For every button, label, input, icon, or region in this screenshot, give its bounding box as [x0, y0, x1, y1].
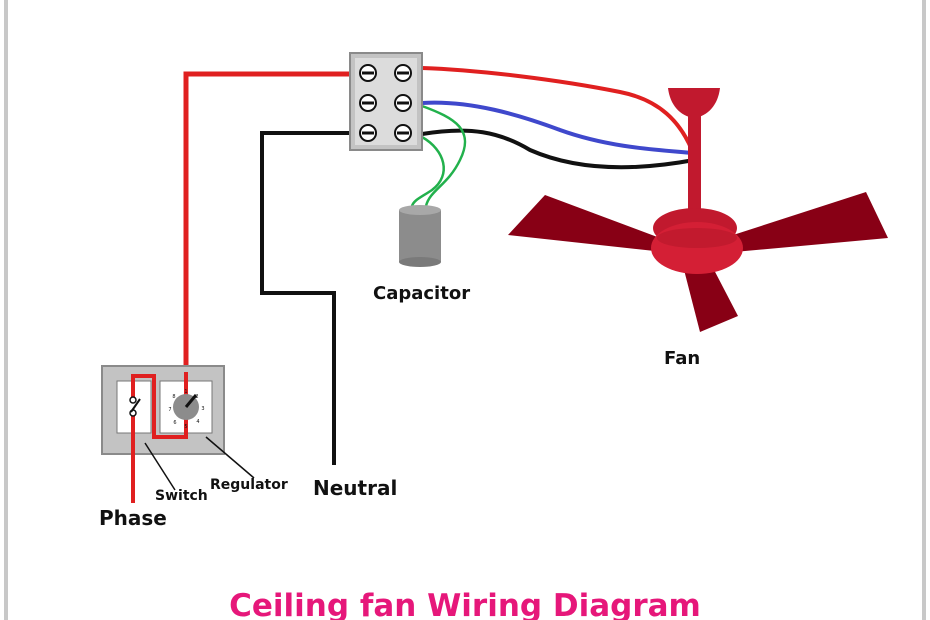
neutral-label: Neutral: [313, 476, 398, 500]
fan-label: Fan: [664, 348, 701, 369]
svg-text:8: 8: [172, 394, 175, 400]
right-border: [922, 0, 926, 620]
ceiling-fan: [508, 88, 888, 332]
phase-wire: [183, 71, 350, 372]
svg-text:5: 5: [184, 424, 187, 430]
black-fan-wire: [421, 128, 695, 170]
switchboard: [101, 365, 225, 455]
capacitor-wire-2: [410, 135, 445, 207]
regulator-leader-line: [205, 436, 255, 479]
fan-blade-left: [508, 195, 664, 252]
capacitor-label: Capacitor: [373, 283, 471, 304]
blue-fan-wire: [421, 100, 693, 155]
svg-text:4: 4: [196, 419, 199, 425]
switch-leader-line: [144, 442, 176, 491]
svg-text:3: 3: [201, 406, 204, 412]
capacitor: [399, 205, 441, 267]
switch-contacts: [129, 396, 141, 417]
svg-text:6: 6: [173, 420, 176, 426]
phase-label: Phase: [99, 506, 167, 530]
fan-blade-right: [730, 192, 888, 252]
regulator-dial-marks: 1 2 3 4 5 6 7 8: [168, 389, 204, 430]
terminal-screw-slots: [362, 71, 409, 135]
svg-text:1: 1: [184, 389, 187, 395]
regulator-label: Regulator: [210, 477, 288, 493]
svg-text:2: 2: [195, 394, 198, 400]
capacitor-wire-1: [421, 104, 467, 207]
fan-downrod: [688, 112, 701, 212]
neutral-wire: [260, 131, 350, 465]
switch-label: Switch: [155, 488, 208, 504]
left-border: [4, 0, 8, 620]
regulator-dial: [173, 394, 199, 420]
svg-text:7: 7: [168, 407, 171, 413]
red-fan-wire: [421, 66, 694, 151]
fan-blade-bottom: [682, 262, 738, 332]
fan-canopy: [668, 88, 720, 118]
diagram-title: Ceiling fan Wiring Diagram: [229, 588, 701, 620]
switch-internal-wire: [131, 372, 188, 439]
